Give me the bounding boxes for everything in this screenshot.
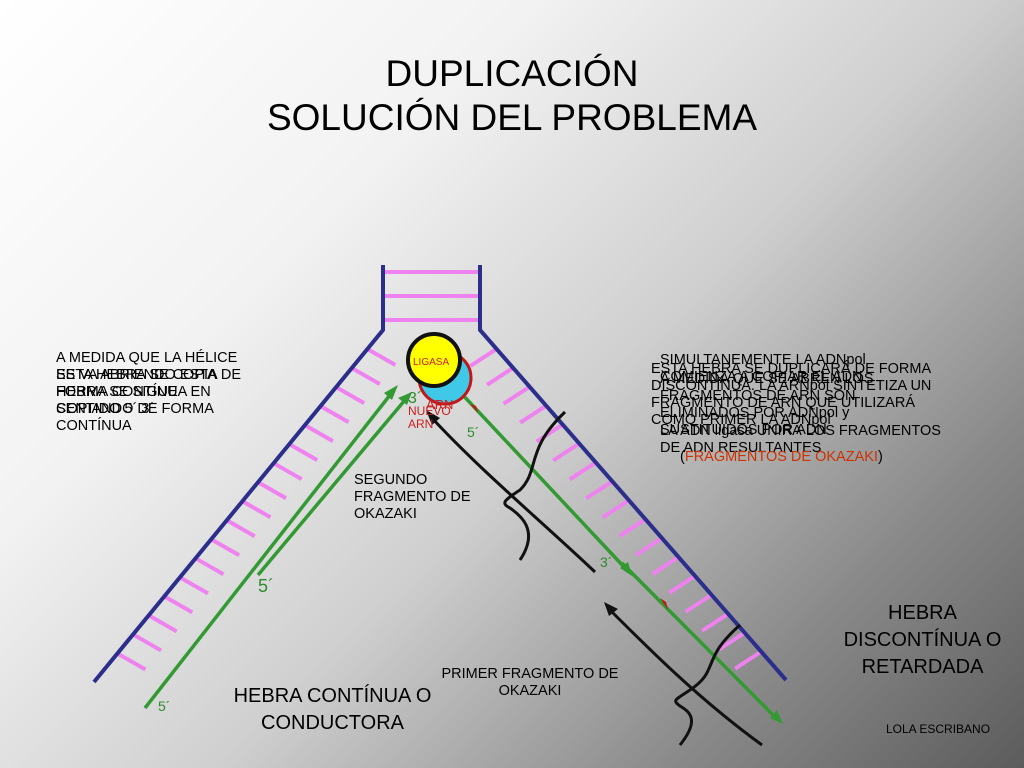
title-line-2: SOLUCIÓN DEL PROBLEMA xyxy=(266,97,758,138)
okazaki-paren-open: ( xyxy=(680,449,685,465)
rung-left-3 xyxy=(335,385,366,405)
prime-3-mid-label: 3´ xyxy=(600,554,613,570)
okazaki-highlight: FRAGMENTOS DE OKAZAKI xyxy=(684,449,878,465)
rung-left-6 xyxy=(288,442,319,462)
title-line-1: DUPLICACIÓN xyxy=(385,53,639,94)
lagging-fragment-bottom-arrowhead xyxy=(770,710,783,724)
rung-right-2 xyxy=(485,366,515,387)
rung-right-14 xyxy=(684,593,713,614)
rung-left-17 xyxy=(116,651,147,672)
right-note-okazaki: (FRAGMENTOS DE OKAZAKI) xyxy=(680,449,920,466)
primer-arrow-red xyxy=(660,598,668,610)
rung-right-11 xyxy=(634,536,664,557)
prime-5-left-label: 5´ xyxy=(258,576,275,596)
rung-right-10 xyxy=(618,517,647,538)
rung-right-7 xyxy=(568,460,597,482)
okazaki-paren-close: ) xyxy=(877,449,883,465)
prime-3-top-label: 3´ xyxy=(408,390,423,407)
rung-right-9 xyxy=(601,498,630,519)
parental-strand-right xyxy=(478,265,788,682)
rung-left-4 xyxy=(319,404,350,424)
prime-5-bottom-label: 5´ xyxy=(158,698,171,714)
rung-left-11 xyxy=(210,537,241,558)
okazaki-brace-top xyxy=(503,410,567,561)
rung-right-15 xyxy=(701,612,730,633)
hebra-continua-label: HEBRA CONTÍNUA O CONDUCTORA xyxy=(233,685,432,734)
rung-left-15 xyxy=(147,613,178,634)
leading-strand-segment-arrowhead xyxy=(398,392,412,405)
rung-left-8 xyxy=(257,480,288,500)
okazaki-brace-bottom xyxy=(674,623,741,746)
right-note-ligasa: LA ADN ligasa UNIRÁ LOS FRAGMENTOS DE AD… xyxy=(660,423,941,456)
rung-right-5 xyxy=(535,422,564,444)
okazaki-direction-arrowhead-top xyxy=(426,410,440,425)
ligasa-label: LIGASA xyxy=(413,357,450,368)
base-pair-rungs xyxy=(116,270,763,672)
lagging-fragment-top xyxy=(458,390,627,570)
lagging-fragment-bottom xyxy=(620,561,777,719)
rung-left-1 xyxy=(366,347,397,367)
left-note-leading-direction: ESTA HEBRA SE COPIA DE FORMA CONTÍNUA EN… xyxy=(56,367,242,417)
okazaki-direction-arrow-bottom xyxy=(608,608,763,747)
rung-left-12 xyxy=(194,556,225,577)
left-note-continuous-copy: A MEDIDA QUE LA HÉLICE SE VA ABRIENDO ES… xyxy=(56,350,238,434)
okazaki-direction-arrowhead-bottom xyxy=(604,602,618,616)
rung-left-16 xyxy=(132,632,163,653)
right-note-simultaneous: SIMULTANEMENTE LA ADNpol COMIENZA A COPI… xyxy=(660,352,866,385)
ligasa-enzyme xyxy=(406,332,462,388)
rung-left-10 xyxy=(225,518,256,539)
hebra-discontinua-label: HEBRA DISCONTÍNUA O RETARDADA xyxy=(843,602,1002,678)
rung-left-7 xyxy=(272,461,303,481)
prime-5-top-label: 5´ xyxy=(467,424,480,440)
nuevo-arn-label: NUEVO ARN xyxy=(408,404,451,431)
primer-fragmento-label: PRIMER FRAGMENTO DE OKAZAKI xyxy=(441,666,619,699)
leading-strand-new-dna xyxy=(143,393,392,710)
rung-right-1 xyxy=(469,347,498,368)
rung-left-13 xyxy=(178,575,209,596)
leading-strand-segment xyxy=(256,398,407,577)
author-label: LOLA ESCRIBANO xyxy=(886,722,991,736)
rung-right-8 xyxy=(585,479,614,501)
rung-right-17 xyxy=(734,649,763,671)
rung-left-14 xyxy=(163,594,194,615)
rung-right-6 xyxy=(552,441,581,463)
right-note-arn-removal: A MEDIDA QUE SE ABREN LOS FRAGMENTOS DE … xyxy=(660,371,874,438)
right-note-discontinuous: ESTA HEBRA SE DUPLICARÁ DE FORMA DISCONT… xyxy=(651,361,932,428)
parental-strand-left xyxy=(92,265,385,684)
rung-left-9 xyxy=(241,499,272,519)
arn-overlap-label: ARN xyxy=(426,397,454,412)
rung-right-16 xyxy=(717,631,746,652)
primer-arrow-red-top xyxy=(470,404,478,413)
rung-left-5 xyxy=(303,423,334,443)
rung-right-12 xyxy=(651,555,680,576)
rung-right-4 xyxy=(519,404,548,425)
rung-left-2 xyxy=(350,366,381,386)
segundo-fragmento-label: SEGUNDO FRAGMENTO DE OKAZAKI xyxy=(354,472,471,522)
leading-strand-arrowhead xyxy=(384,385,398,400)
rung-right-13 xyxy=(667,574,697,595)
page-title: DUPLICACIÓN SOLUCIÓN DEL PROBLEMA xyxy=(0,52,1024,140)
rung-right-3 xyxy=(502,385,531,406)
